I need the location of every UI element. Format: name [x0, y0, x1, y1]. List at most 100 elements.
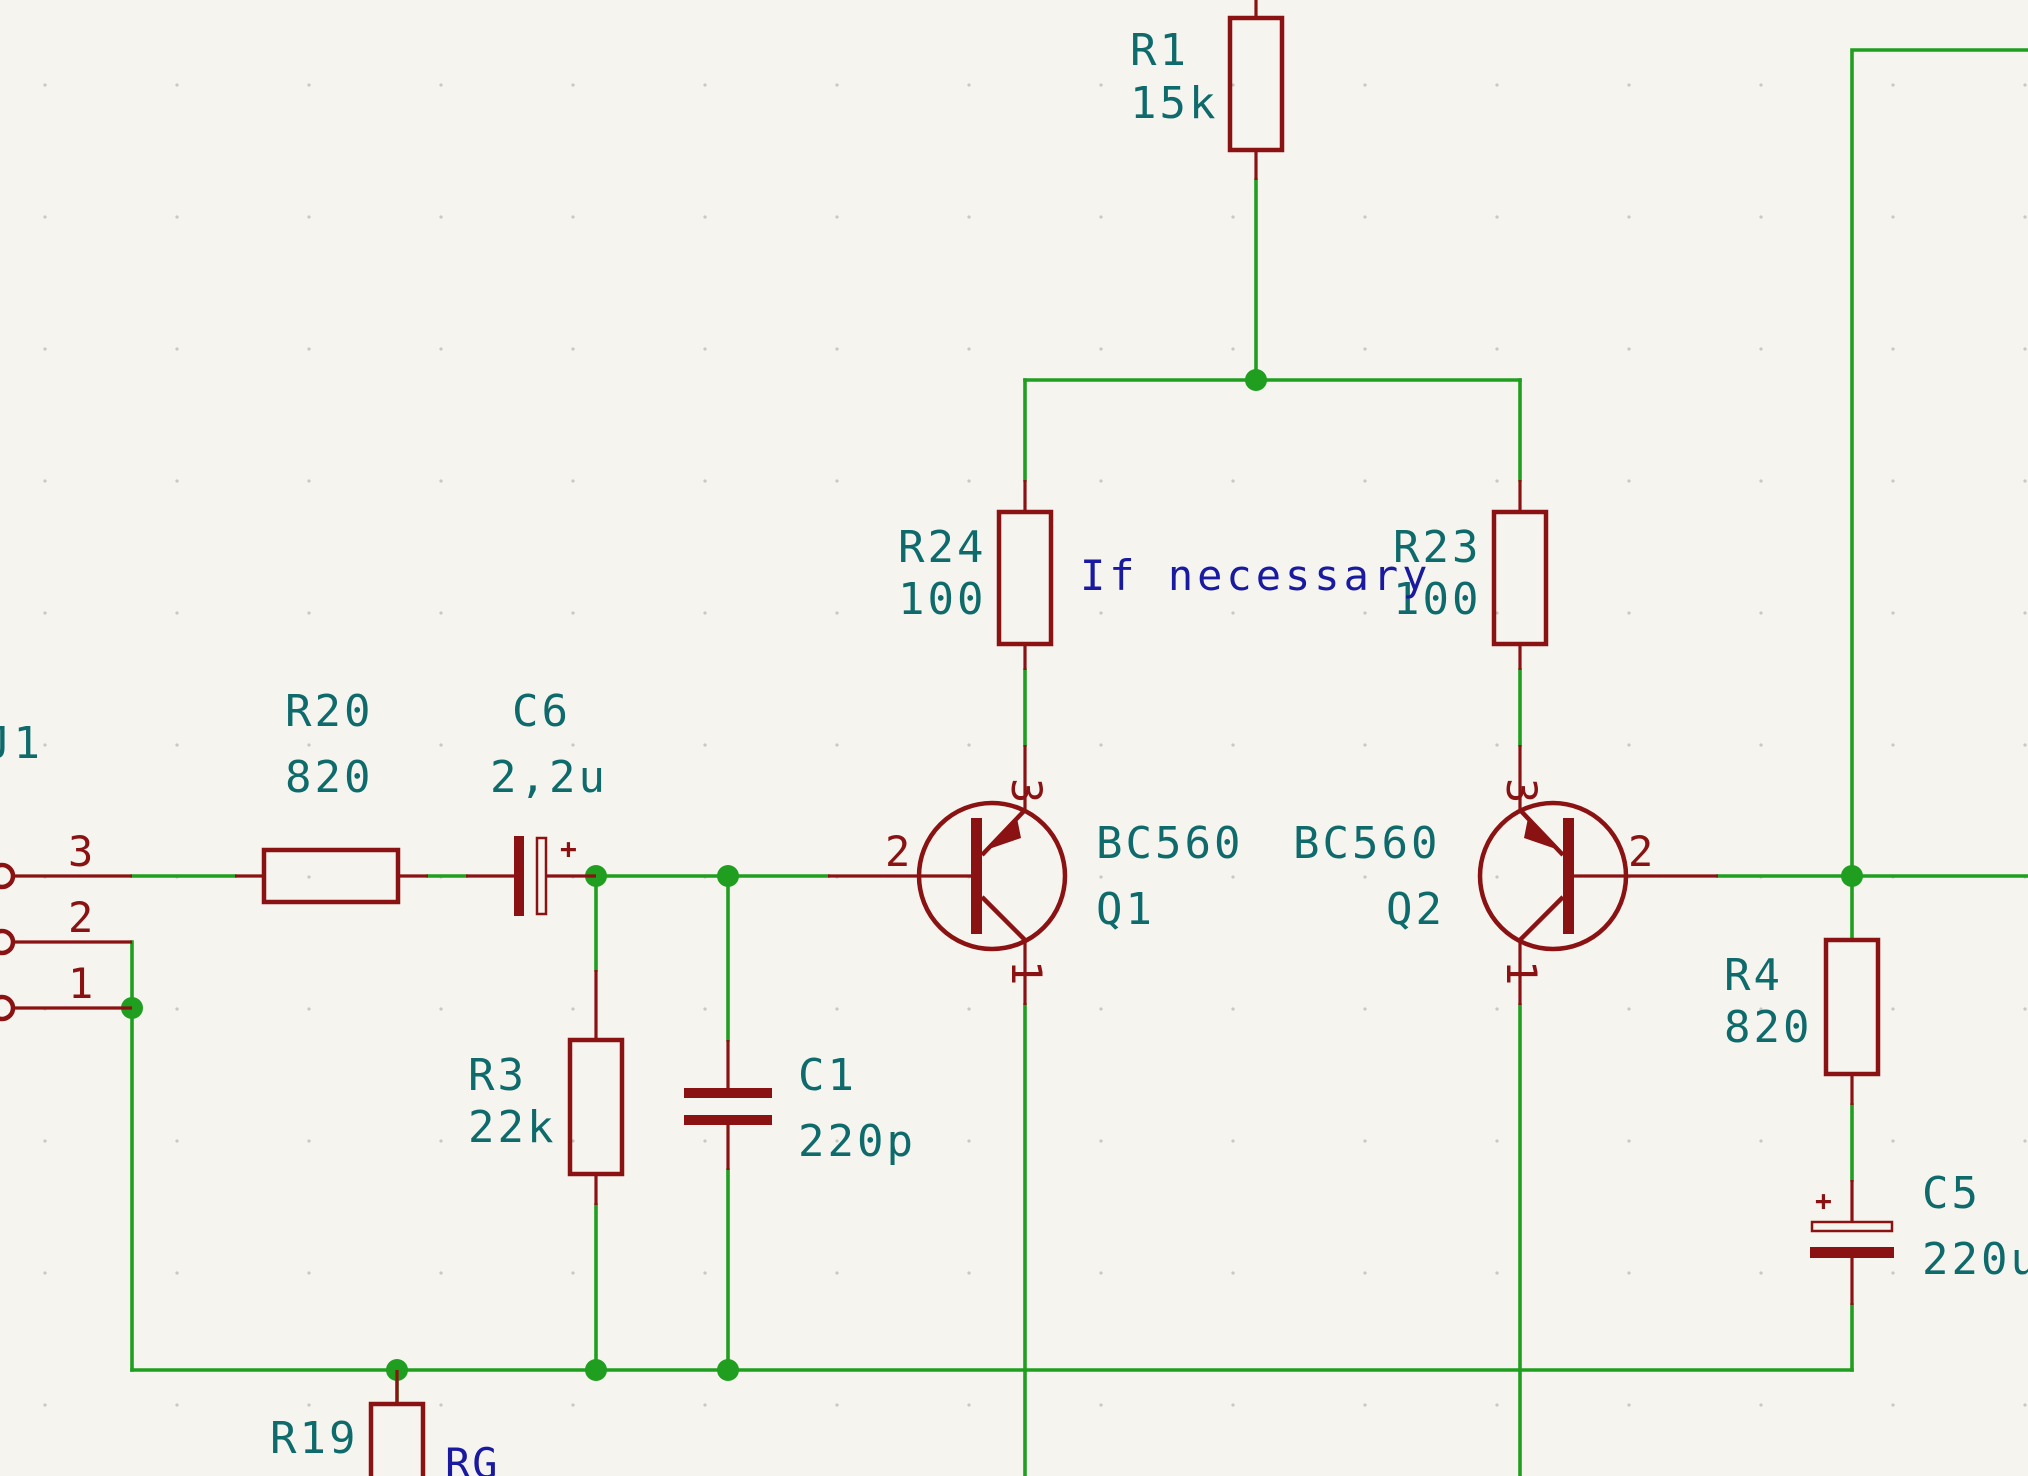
grid-dot [1495, 1007, 1499, 1011]
grid-dot [1759, 479, 1763, 483]
grid-dot [571, 83, 575, 87]
grid-dot [703, 1007, 707, 1011]
r20-value: 820 [285, 752, 373, 803]
grid-dot [1891, 479, 1895, 483]
grid-dots [43, 83, 2027, 1407]
grid-dot [1759, 1403, 1763, 1407]
resistor-r20[interactable]: R20 820 [235, 686, 428, 905]
grid-dot [1891, 743, 1895, 747]
j1-pin1-label: 1 [68, 959, 93, 1008]
grid-dot [1891, 1139, 1895, 1143]
grid-dot [2023, 83, 2027, 87]
r19-ref: R19 [270, 1413, 358, 1464]
grid-dot [1891, 1007, 1895, 1011]
junction [1245, 369, 1267, 391]
grid-dot [439, 1403, 443, 1407]
grid-dot [175, 1139, 179, 1143]
grid-dot [2023, 1139, 2027, 1143]
grid-dot [43, 1403, 47, 1407]
grid-dot [835, 1139, 839, 1143]
grid-dot [835, 1403, 839, 1407]
junction [585, 1359, 607, 1381]
grid-dot [967, 743, 971, 747]
grid-dot [967, 83, 971, 87]
junction [717, 865, 739, 887]
r1-ref: R1 [1130, 25, 1189, 76]
grid-dot [1099, 1007, 1103, 1011]
grid-dot [175, 347, 179, 351]
grid-dot [1627, 1139, 1631, 1143]
grid-dot [439, 743, 443, 747]
q1-value: BC560 [1096, 818, 1243, 869]
grid-dot [1627, 215, 1631, 219]
grid-dot [1231, 1007, 1235, 1011]
grid-dot [703, 215, 707, 219]
r23-value: 100 [1393, 574, 1481, 625]
grid-dot [1495, 215, 1499, 219]
q2-value: BC560 [1293, 818, 1440, 869]
transistor-q2[interactable]: 2 3 1 BC560 Q2 [1293, 745, 1718, 1005]
grid-dot [439, 347, 443, 351]
grid-dot [1363, 347, 1367, 351]
grid-dot [1495, 875, 1499, 879]
resistor-r19[interactable]: R19 RG [270, 1370, 500, 1476]
grid-dot [43, 347, 47, 351]
grid-dot [1099, 479, 1103, 483]
junction [717, 1359, 739, 1381]
grid-dot [307, 215, 311, 219]
r24-value: 100 [898, 574, 986, 625]
grid-dot [1099, 1139, 1103, 1143]
c1-ref: C1 [798, 1050, 857, 1101]
r3-ref: R3 [468, 1050, 527, 1101]
capacitor-c5[interactable]: + C5 220u [1810, 1168, 2028, 1305]
grid-dot [835, 611, 839, 615]
grid-dot [2023, 743, 2027, 747]
grid-dot [1231, 743, 1235, 747]
grid-dot [1363, 1007, 1367, 1011]
grid-dot [1495, 83, 1499, 87]
c6-ref: C6 [512, 686, 571, 737]
grid-dot [175, 743, 179, 747]
grid-dot [1363, 1403, 1367, 1407]
grid-dot [1627, 83, 1631, 87]
resistor-r4[interactable]: R4 820 [1724, 937, 1881, 1105]
grid-dot [1363, 215, 1367, 219]
grid-dot [1627, 611, 1631, 615]
grid-dot [703, 479, 707, 483]
grid-dot [439, 1007, 443, 1011]
connector-j1[interactable]: 3 2 1 J1 [0, 718, 132, 1022]
grid-dot [1759, 1007, 1763, 1011]
capacitor-c6[interactable]: + C6 2,2u [466, 686, 608, 916]
r19-value: RG [445, 1439, 500, 1476]
grid-dot [43, 83, 47, 87]
connector-pin-2[interactable] [0, 928, 16, 956]
wire-feedback[interactable] [1850, 48, 2028, 878]
grid-dot [1231, 479, 1235, 483]
grid-dot [1495, 743, 1499, 747]
r1-value: 15k [1130, 78, 1218, 129]
connector-pin-1[interactable] [0, 994, 16, 1022]
grid-dot [43, 1271, 47, 1275]
grid-dot [703, 743, 707, 747]
resistor-r1[interactable]: R1 15k [1130, 0, 1285, 180]
capacitor-c1[interactable]: C1 220p [684, 1040, 916, 1170]
grid-dot [703, 83, 707, 87]
resistor-r23[interactable]: R23 100 [1393, 480, 1549, 670]
resistor-r3[interactable]: R3 22k [468, 970, 625, 1205]
grid-dot [1363, 743, 1367, 747]
grid-dot [703, 1403, 707, 1407]
grid-dot [1891, 1403, 1895, 1407]
grid-dot [835, 479, 839, 483]
grid-dot [571, 347, 575, 351]
resistor-r24[interactable]: R24 100 [898, 480, 1054, 670]
grid-dot [43, 479, 47, 483]
r23-ref: R23 [1393, 522, 1481, 573]
transistor-q1[interactable]: 2 3 1 BC560 Q1 [828, 745, 1243, 1005]
grid-dot [835, 1271, 839, 1275]
grid-dot [1363, 1139, 1367, 1143]
grid-dot [571, 479, 575, 483]
q1-pin-base: 2 [885, 827, 910, 876]
connector-pin-3[interactable] [0, 862, 16, 890]
grid-dot [1231, 1271, 1235, 1275]
q2-pin-emitter: 3 [1497, 778, 1546, 803]
